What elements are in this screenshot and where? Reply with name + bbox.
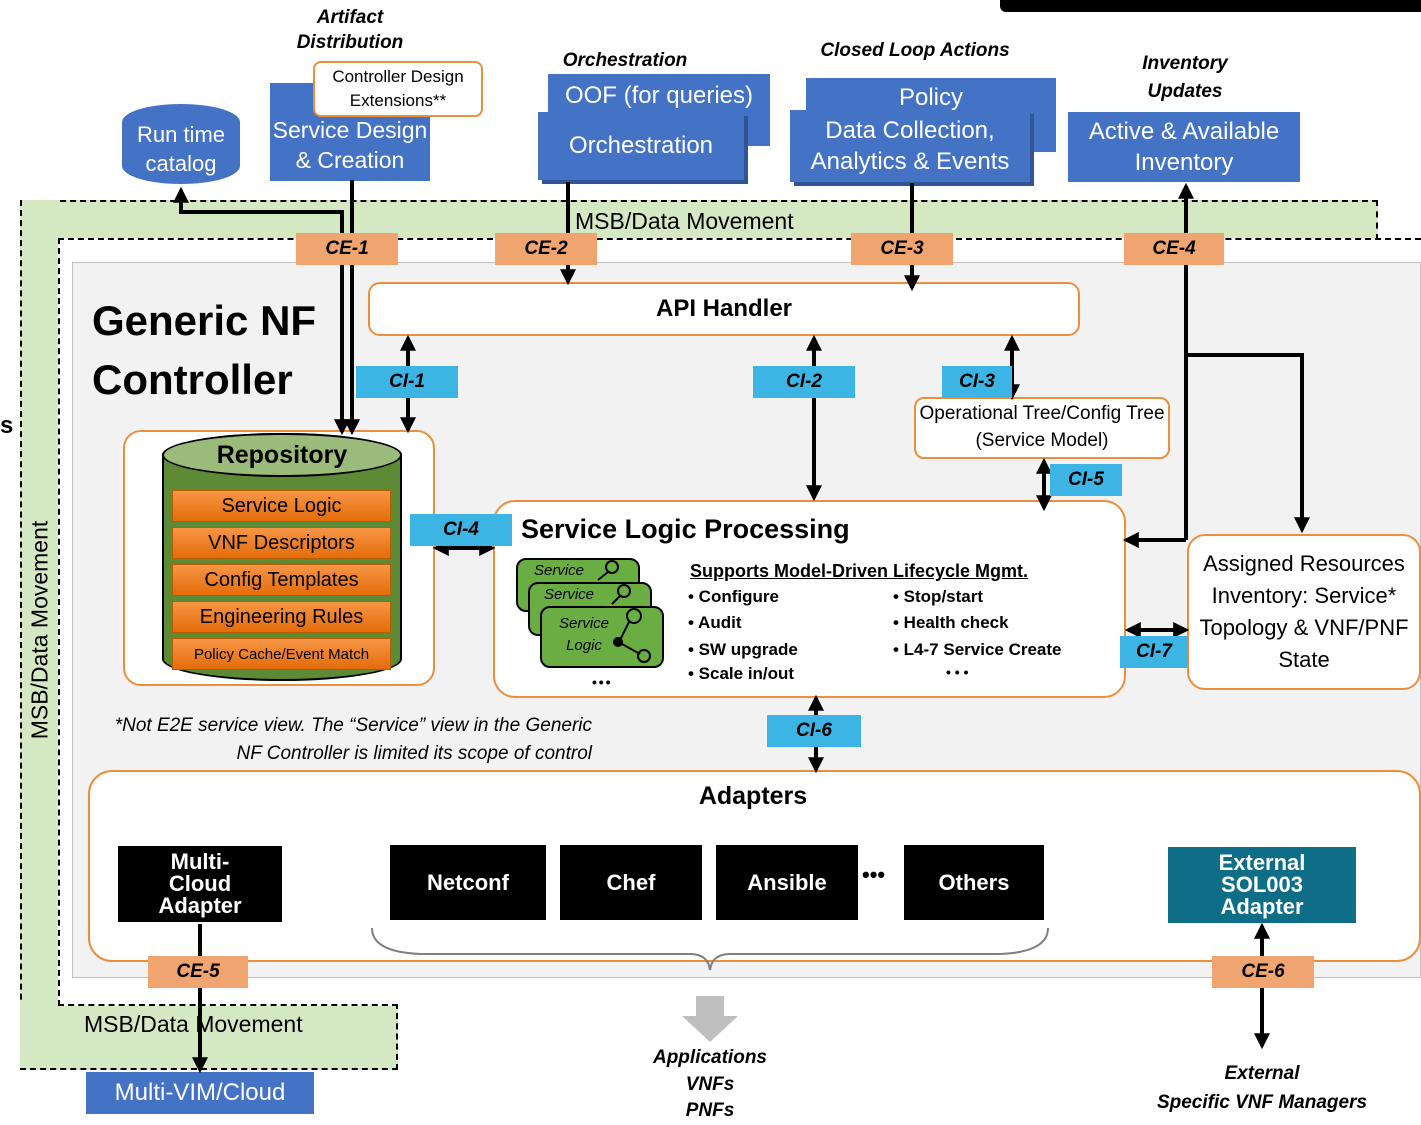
- assigned-inventory-label: Assigned Resources Inventory: Service* T…: [1199, 551, 1409, 672]
- top-right-bar: [1000, 0, 1421, 12]
- sol003-adapter: External SOL003 Adapter: [1168, 847, 1356, 923]
- oof-label: OOF (for queries): [564, 82, 754, 109]
- slp-bullet-scale: • Scale in/out: [688, 664, 795, 683]
- msb-band-bottom: [20, 1003, 398, 1070]
- ce-2-tag: CE-2: [495, 233, 597, 265]
- msb-label-top: MSB/Data Movement: [575, 208, 794, 234]
- msb-band-left: [20, 200, 60, 1070]
- orchestration-box-label: Orchestration: [568, 132, 714, 160]
- external-line-2: Specific VNF Managers: [1156, 1091, 1368, 1113]
- slp-bullet-configure: • Configure: [688, 587, 779, 606]
- orchestration-box: Orchestration: [538, 112, 744, 180]
- apps-label: Applications VNFs PNFs: [630, 1045, 790, 1125]
- adapters-brace: [371, 927, 1049, 971]
- repo-item-policy-cache: Policy Cache/Event Match: [172, 638, 391, 670]
- repo-item-vnf-descriptors: VNF Descriptors: [172, 527, 391, 559]
- adapters-title: Adapters: [698, 782, 808, 810]
- slp-bullet-sw-upgrade: • SW upgrade: [688, 640, 798, 659]
- ci-3-tag: CI-3: [942, 366, 1012, 398]
- apps-line-2: VNFs: [685, 1073, 735, 1095]
- slp-subtitle: Supports Model-Driven Lifecycle Mgmt.: [690, 561, 1029, 581]
- repository-title: Repository: [216, 441, 348, 469]
- ce-3-tag: CE-3: [851, 233, 953, 265]
- api-handler: API Handler: [368, 282, 1080, 336]
- ce-4-tag: CE-4: [1124, 233, 1224, 265]
- multivim-box: Multi-VIM/Cloud: [86, 1072, 314, 1114]
- caption-artifact: Artifact Distribution: [296, 7, 404, 53]
- ci-5-tag: CI-5: [1050, 464, 1122, 496]
- slp-bullet-l47: • L4-7 Service Create: [893, 640, 1062, 659]
- ce-5-tag: CE-5: [148, 956, 248, 988]
- service-card-2-label: Service: [544, 586, 595, 603]
- repo-item-config-templates: Config Templates: [172, 564, 391, 596]
- apps-down-arrow: [682, 996, 738, 1042]
- msb-label-bottom: MSB/Data Movement: [84, 1011, 303, 1037]
- others-adapter: Others: [904, 845, 1044, 920]
- api-handler-label: API Handler: [655, 295, 793, 322]
- multicloud-adapter: Multi-Cloud Adapter: [118, 846, 282, 922]
- service-card-1-label: Service: [534, 562, 585, 579]
- netconf-adapter: Netconf: [390, 845, 546, 920]
- left-cut-text: s: [0, 412, 14, 439]
- multivim-label: Multi-VIM/Cloud: [114, 1079, 286, 1107]
- service-card-3: Service Logic: [540, 606, 664, 668]
- data-collection-label: Data Collection, Analytics & Events: [810, 116, 1010, 175]
- runtime-catalog: Run time catalog: [122, 104, 240, 184]
- ansible-adapter: Ansible: [716, 845, 858, 920]
- ci-1-tag: CI-1: [356, 366, 458, 398]
- ce-6-tag: CE-6: [1212, 956, 1314, 988]
- ce-1-tag: CE-1: [296, 233, 398, 265]
- service-logic-graph-icon: [597, 560, 651, 663]
- assigned-inventory: Assigned Resources Inventory: Service* T…: [1187, 534, 1421, 690]
- chef-adapter: Chef: [560, 845, 702, 920]
- data-collection-box: Data Collection, Analytics & Events: [790, 110, 1030, 182]
- active-inventory-box: Active & Available Inventory: [1068, 112, 1300, 182]
- ci-4-tag: CI-4: [410, 514, 512, 546]
- footnote: *Not E2E service view. The “Service” vie…: [114, 715, 592, 764]
- active-inventory-label: Active & Available Inventory: [1088, 117, 1280, 176]
- runtime-catalog-label: Run time catalog: [136, 122, 226, 176]
- external-vnfm-label: External Specific VNF Managers: [1130, 1060, 1394, 1117]
- slp-bullet-stop-start: • Stop/start: [893, 587, 984, 606]
- adapters-ellipsis: •••: [862, 862, 886, 887]
- caption-inventory-updates: Inventory Updates: [1142, 53, 1228, 102]
- apps-line-3: PNFs: [685, 1100, 735, 1122]
- controller-design-ext-label: Controller Design Extensions**: [332, 67, 464, 110]
- external-line-1: External: [1224, 1063, 1300, 1084]
- ci-7-tag: CI-7: [1120, 636, 1188, 668]
- apps-line-1: Applications: [652, 1047, 767, 1068]
- msb-inner-bottom: [58, 1004, 398, 1006]
- slp-stack-ellipsis: • • •: [592, 674, 611, 690]
- service-card-3-label: Service Logic: [558, 615, 610, 654]
- service-design-label: Service Design & Creation: [272, 117, 428, 173]
- slp-ellipsis: • • •: [946, 664, 969, 680]
- ci-2-tag: CI-2: [753, 366, 855, 398]
- slp-title: Service Logic Processing: [521, 514, 850, 544]
- ci-6-tag: CI-6: [767, 715, 861, 747]
- repo-item-engineering-rules: Engineering Rules: [172, 601, 391, 633]
- op-tree: Operational Tree/Config Tree (Service Mo…: [914, 397, 1170, 459]
- caption-closed-loop: Closed Loop Actions: [820, 40, 1010, 61]
- repo-item-service-logic: Service Logic: [172, 490, 391, 522]
- controller-design-ext: Controller Design Extensions**: [313, 61, 483, 117]
- slp-bullet-audit: • Audit: [688, 613, 742, 632]
- slp-bullet-health: • Health check: [893, 613, 1009, 632]
- op-tree-label: Operational Tree/Config Tree (Service Mo…: [919, 403, 1165, 451]
- policy-label: Policy: [898, 84, 964, 111]
- caption-orchestration: Orchestration: [562, 50, 688, 71]
